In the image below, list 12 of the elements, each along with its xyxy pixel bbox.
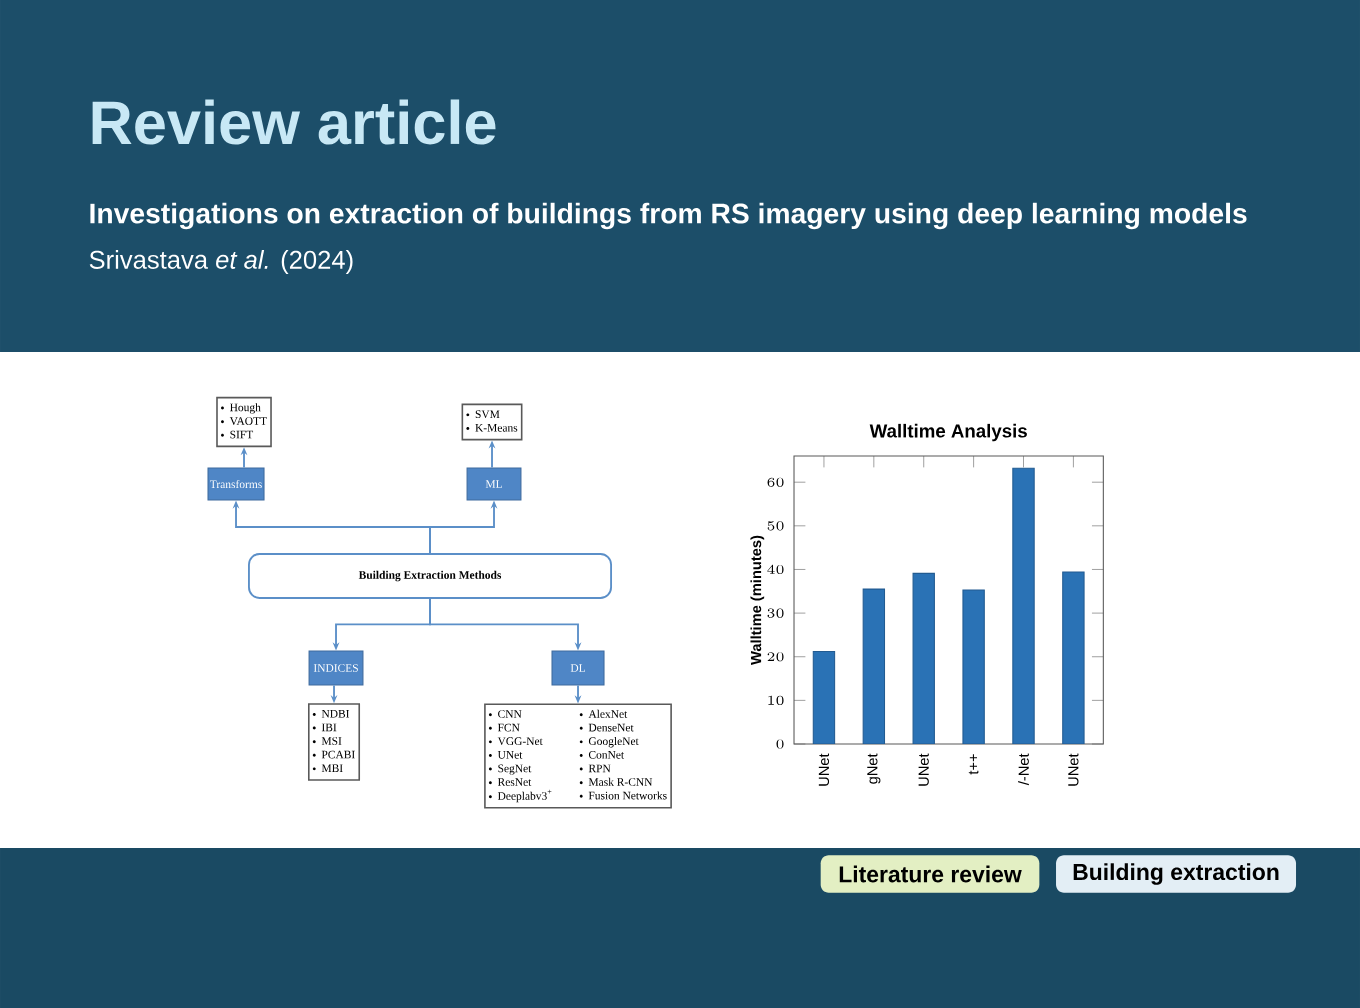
bar [1062, 571, 1085, 745]
subtitle: Investigations on extraction of buildings from RS imagery using deep learning models [90, 202, 1247, 230]
title: Review article [92, 99, 496, 145]
bar [962, 589, 985, 745]
bar [912, 572, 935, 745]
bar [862, 588, 886, 745]
bar [812, 650, 836, 745]
bar [1012, 467, 1035, 745]
tag: Literature review [820, 855, 1040, 893]
citation: Srivastava et al. (2024) [89, 250, 353, 274]
chart-title: Walltime Analysis [869, 423, 1027, 442]
tag: Building extraction [1056, 855, 1296, 893]
